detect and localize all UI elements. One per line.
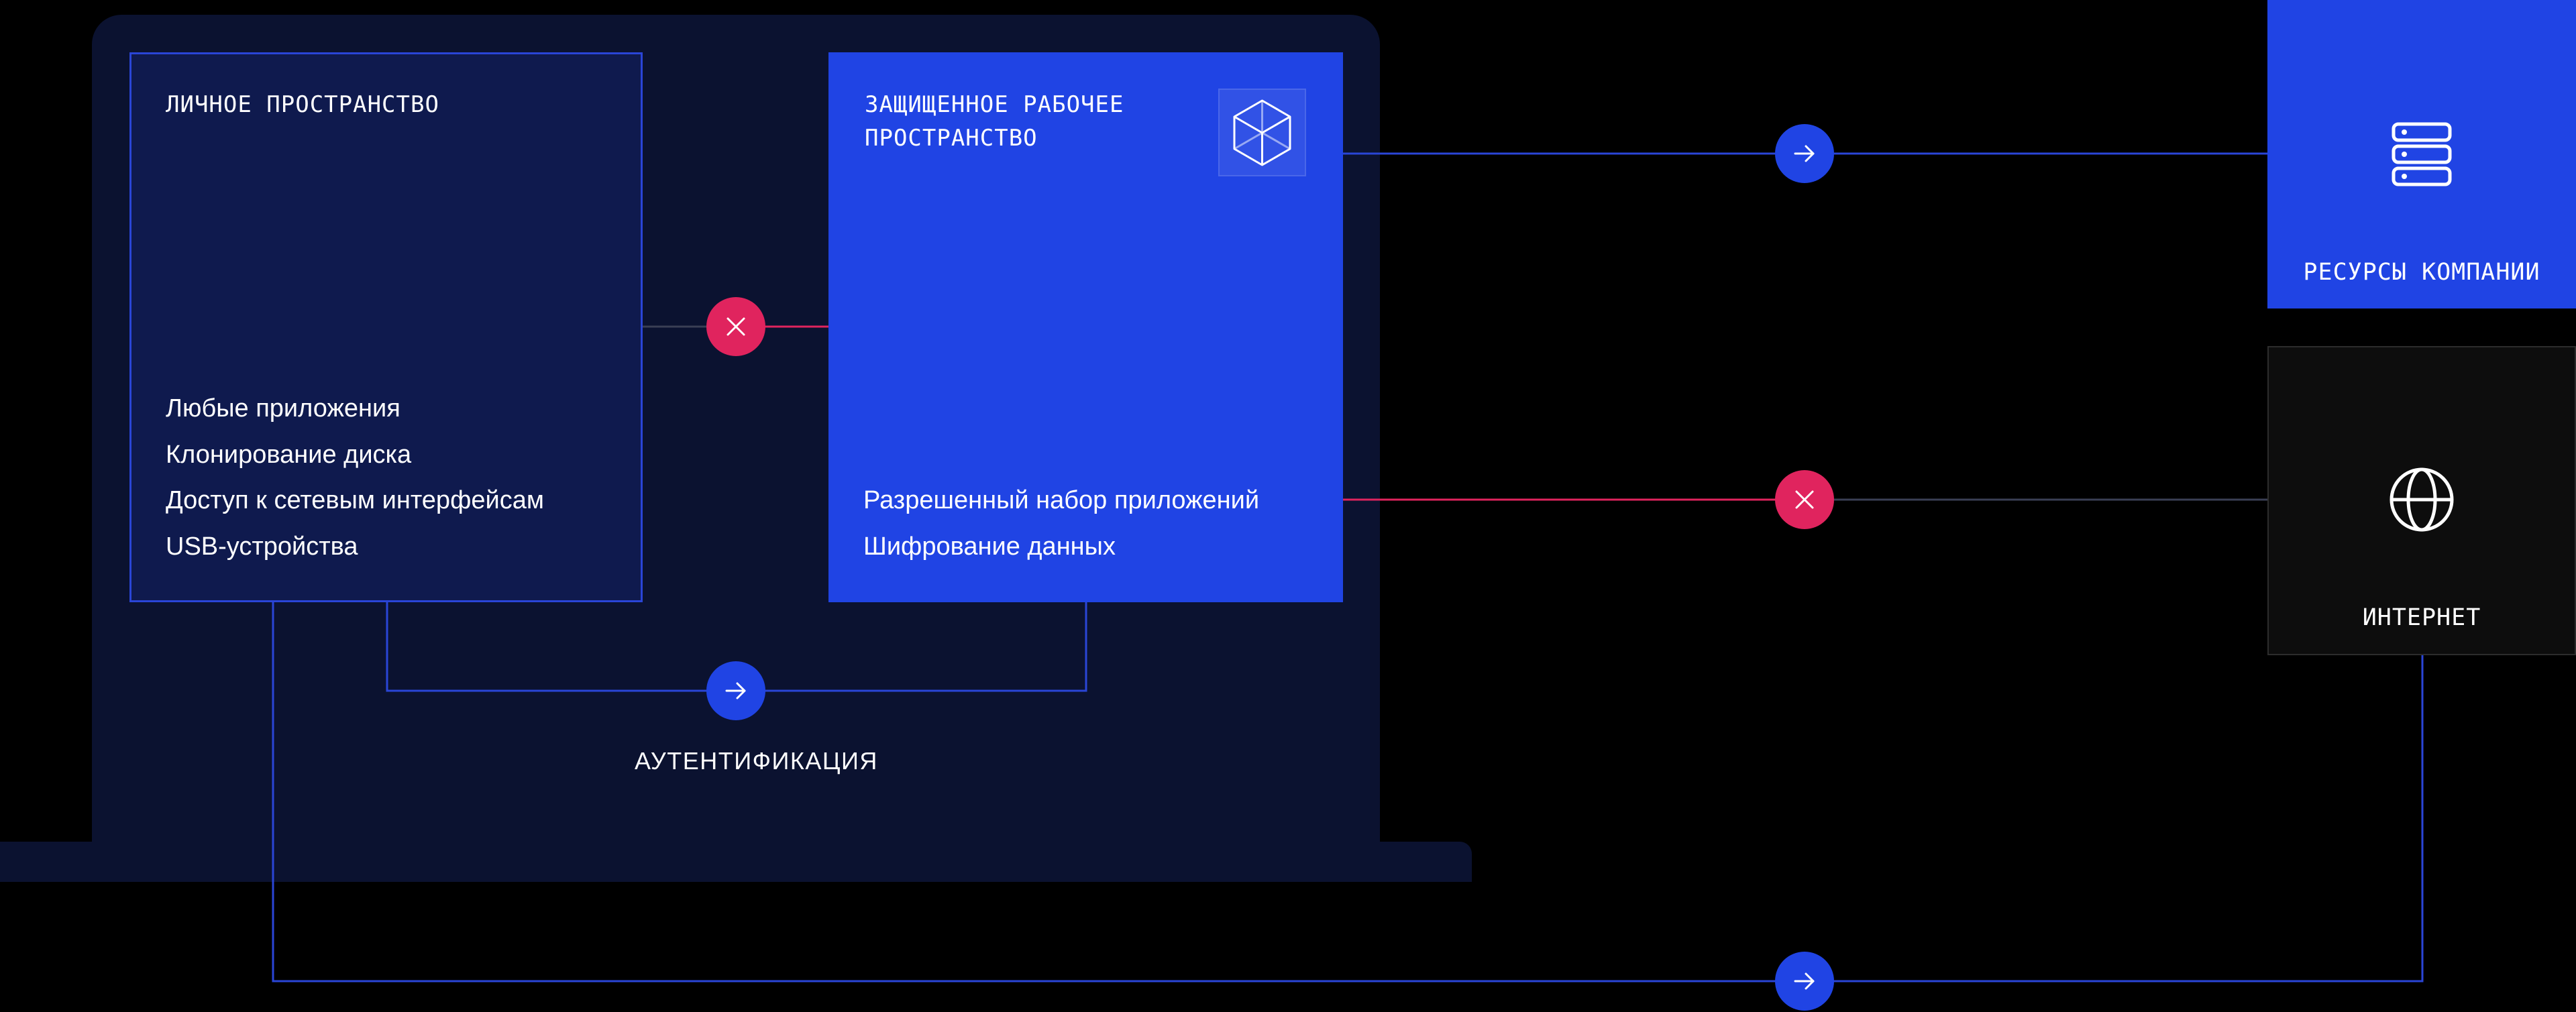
- laptop-base: [0, 842, 1472, 882]
- list-item: Любые приложения: [166, 394, 400, 423]
- line-personal-to-internet: [272, 602, 2424, 982]
- list-item: Шифрование данных: [863, 532, 1116, 561]
- company-resources-node: [2267, 0, 2576, 308]
- allowed-badge-secure-company: [1775, 124, 1834, 183]
- allowed-badge-personal-internet: [1775, 952, 1834, 1011]
- list-item: Доступ к сетевым интерфейсам: [166, 486, 544, 514]
- list-item: Клонирование диска: [166, 440, 412, 469]
- globe-icon: [2388, 466, 2455, 533]
- secure-workspace-features: Разрешенный набор приложений Шифрование …: [863, 477, 1259, 569]
- secure-workspace-title-line1: ЗАЩИЩЕННОЕ РАБОЧЕЕ: [865, 91, 1124, 118]
- close-icon: [727, 317, 745, 336]
- internet-label: ИНТЕРНЕТ: [2362, 604, 2481, 631]
- arrow-right-icon: [725, 682, 746, 699]
- list-item: Разрешенный набор приложений: [863, 486, 1260, 514]
- cube-icon: [1218, 89, 1306, 176]
- close-icon: [1795, 490, 1814, 509]
- authentication-label: АУТЕНТИФИКАЦИЯ: [635, 747, 878, 775]
- blocked-badge-personal-secure: [706, 297, 765, 356]
- personal-space-panel: [129, 52, 643, 602]
- list-item: USB-устройства: [166, 532, 358, 561]
- personal-space-features: Любые приложения Клонирование диска Дост…: [166, 386, 544, 569]
- company-resources-label: РЕСУРСЫ КОМПАНИИ: [2303, 259, 2540, 286]
- arrow-right-icon: [1794, 972, 1815, 990]
- allowed-badge-authentication: [706, 661, 765, 720]
- arrow-right-icon: [1794, 145, 1815, 162]
- personal-space-title: ЛИЧНОЕ ПРОСТРАНСТВО: [166, 91, 439, 118]
- secure-workspace-title-line2: ПРОСТРАНСТВО: [865, 125, 1038, 152]
- secure-workspace-panel: [828, 52, 1343, 602]
- server-icon: [2388, 121, 2455, 188]
- blocked-badge-secure-internet: [1775, 470, 1834, 529]
